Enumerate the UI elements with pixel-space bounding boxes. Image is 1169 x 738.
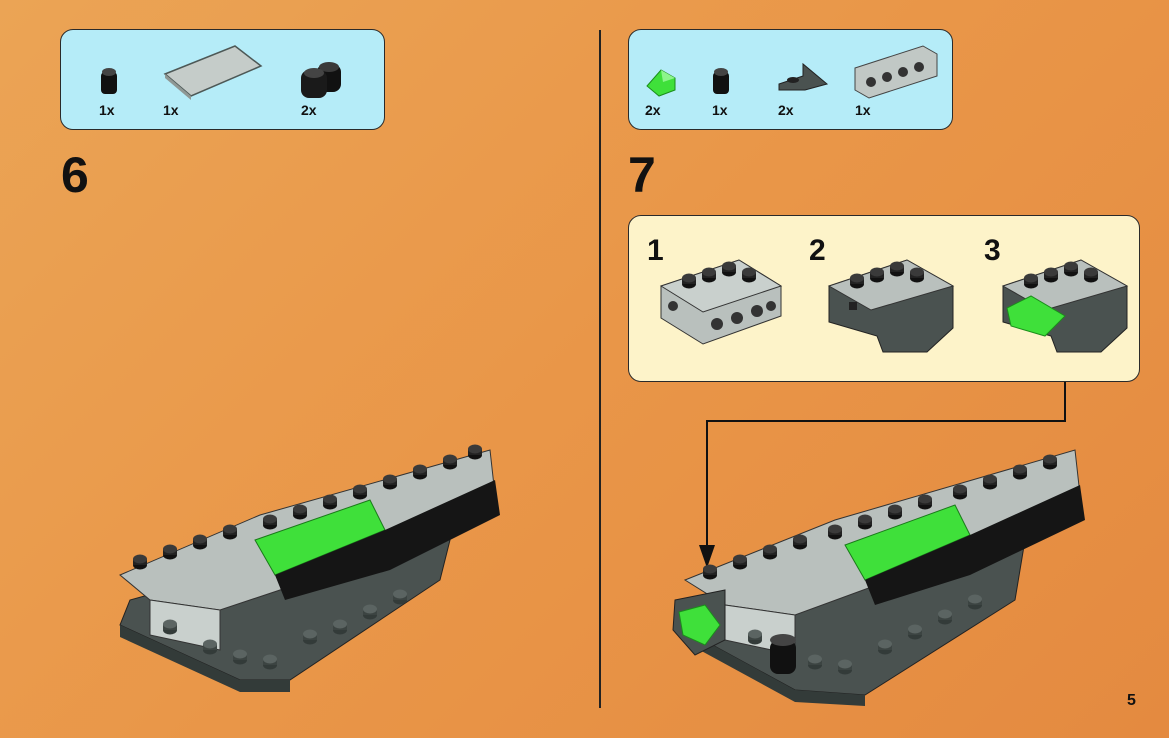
part-qty: 2x — [778, 102, 794, 118]
part-qty: 1x — [163, 102, 179, 118]
round-brick-black-icon — [101, 68, 117, 94]
step-number: 7 — [628, 147, 656, 203]
angle-bracket-dark-gray-icon — [778, 62, 829, 91]
substep-number: 1 — [647, 234, 664, 267]
substep-callout: 1 2 3 — [628, 215, 1140, 382]
part-qty: 2x — [645, 102, 661, 118]
slope-trans-green-icon — [646, 69, 676, 97]
brick-with-brackets-illustration — [827, 259, 955, 353]
step6-parts-box: 1x 1x 2x — [60, 29, 385, 130]
substep-number: 2 — [809, 234, 826, 267]
technic-brick-illustration — [659, 259, 783, 345]
part-qty: 1x — [712, 102, 728, 118]
round-brick-pair-black-icon — [301, 62, 341, 98]
part-qty: 1x — [99, 102, 115, 118]
page-number: 5 — [1127, 692, 1136, 709]
technic-brick-light-gray-icon — [854, 45, 938, 99]
step-divider — [599, 30, 601, 708]
substep-number: 3 — [984, 234, 1001, 267]
step7-model-illustration — [672, 449, 1085, 706]
step-number: 6 — [61, 147, 89, 203]
round-brick-black-icon — [713, 68, 729, 94]
tile-light-gray-icon — [163, 45, 263, 100]
part-qty: 2x — [301, 102, 317, 118]
part-qty: 1x — [855, 102, 871, 118]
brick-with-green-slopes-illustration — [1001, 259, 1129, 353]
step7-parts-box: 2x 1x 2x 1x — [628, 29, 953, 130]
step6-model-illustration — [119, 444, 500, 692]
